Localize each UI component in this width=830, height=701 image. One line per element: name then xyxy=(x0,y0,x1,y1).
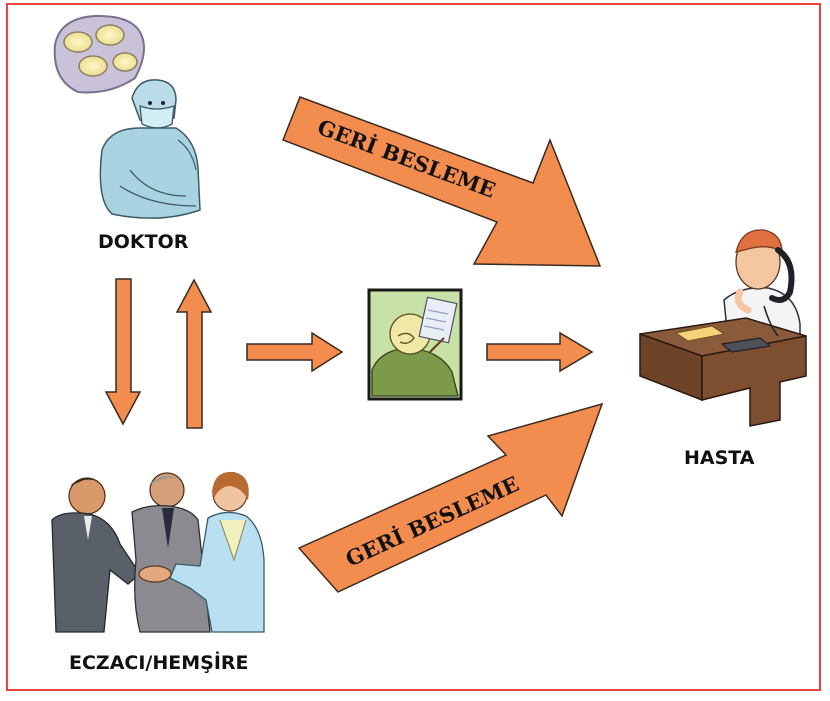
arrow-doctor-to-center xyxy=(246,331,344,373)
arrow-feedback-bottom xyxy=(297,402,604,593)
person-writing-icon xyxy=(367,288,463,401)
arrow-feedback-top xyxy=(282,96,602,267)
arrow-pharmacist-to-doctor xyxy=(175,278,213,429)
arrow-center-to-patient xyxy=(486,331,594,373)
doctor-label: DOKTOR xyxy=(98,231,189,253)
pharmacist-nurse-label: ECZACI/HEMŞİRE xyxy=(69,652,249,674)
frame-border xyxy=(6,3,821,691)
patient-phone-desk-icon xyxy=(639,229,807,427)
arrow-doctor-to-pharmacist xyxy=(104,278,142,426)
handshake-people-icon xyxy=(51,471,265,633)
surgeon-icon xyxy=(53,14,201,219)
patient-label: HASTA xyxy=(684,447,755,469)
